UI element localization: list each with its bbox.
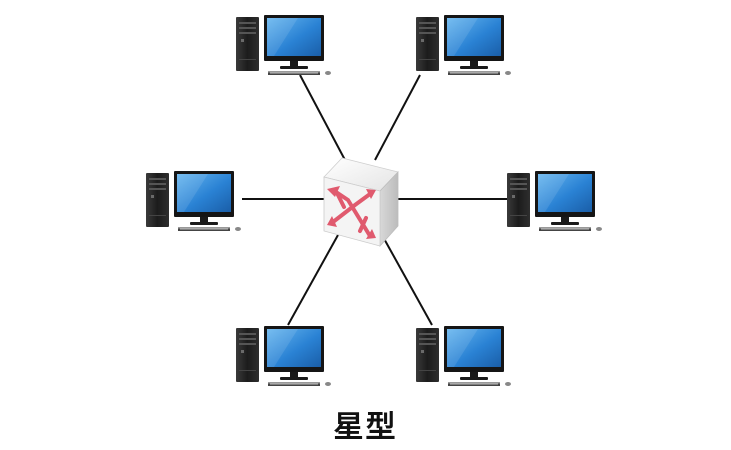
- computer-bottom-right: [416, 326, 511, 386]
- desktop-computer-icon: [236, 326, 331, 386]
- links: [242, 74, 507, 326]
- computer-middle-right: [507, 171, 602, 231]
- desktop-computer-icon: [236, 15, 331, 75]
- switch: [323, 157, 399, 248]
- desktop-computer-icon: [416, 326, 511, 386]
- desktop-computer-icon: [507, 171, 602, 231]
- diagram-caption: 星型: [333, 410, 398, 445]
- link-top-right: [374, 74, 421, 161]
- computer-middle-left: [146, 171, 241, 231]
- desktop-computer-icon: [416, 15, 511, 75]
- link-top-left: [299, 74, 346, 161]
- desktop-computer-icon: [146, 171, 241, 231]
- computer-top-left: [236, 15, 331, 75]
- link-bottom-left: [287, 234, 339, 326]
- switch-icon: [323, 157, 399, 248]
- computer-bottom-left: [236, 326, 331, 386]
- link-bottom-right: [381, 234, 433, 326]
- computer-top-right: [416, 15, 511, 75]
